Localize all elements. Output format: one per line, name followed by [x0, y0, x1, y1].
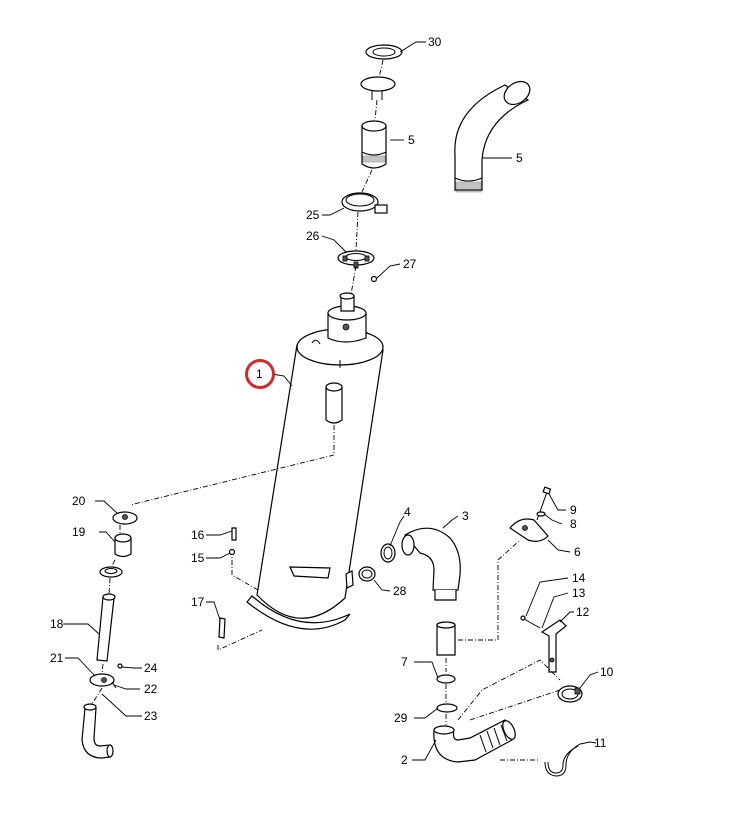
elbow-3-part [401, 527, 461, 601]
top-clamp-part [360, 76, 396, 100]
callout-6: 6 [574, 545, 581, 559]
tube-7-part [436, 621, 456, 656]
gasket-28-part [358, 566, 376, 582]
flex-pipe-2-part [433, 719, 516, 763]
callout-2: 2 [401, 753, 408, 767]
callout-22: 22 [144, 682, 158, 696]
callout-24: 24 [144, 661, 158, 675]
callout-4: 4 [404, 505, 411, 519]
bolt-14-part [520, 615, 541, 629]
callout-23: 23 [144, 709, 158, 723]
fitting-16-part [231, 527, 237, 541]
highlight-circle [245, 359, 275, 389]
callout-19: 19 [72, 525, 86, 539]
bracket-12-part [540, 619, 567, 673]
coupler-19-part [114, 533, 132, 558]
callout-20: 20 [72, 494, 86, 508]
callout-26: 26 [306, 229, 320, 243]
clamp-left-part [99, 566, 123, 578]
callout-1[interactable]: 1 [256, 367, 263, 381]
callout-17: 17 [191, 595, 205, 609]
callout-29: 29 [394, 711, 408, 725]
callout-28: 28 [393, 584, 407, 598]
hose-23-part [81, 703, 114, 759]
bracket-6-part [509, 518, 549, 542]
callout-30: 30 [428, 35, 442, 49]
callout-13: 13 [572, 586, 586, 600]
bracket-21-part [89, 673, 115, 687]
elbow-pipe-part [454, 80, 531, 193]
straight-pipe-part [361, 120, 387, 169]
washer-8-part [536, 511, 546, 517]
screw-24-part [117, 663, 123, 669]
callout-11: 11 [594, 736, 607, 750]
fitting-20-part [112, 511, 138, 525]
callout-7: 7 [401, 655, 408, 669]
callout-14: 14 [572, 571, 586, 585]
callout-12: 12 [576, 605, 590, 619]
clamp-10-part [557, 685, 583, 703]
callout-15: 15 [191, 551, 205, 565]
ring-26-part [337, 250, 375, 269]
callout-9: 9 [570, 503, 577, 517]
gasket-part [365, 44, 403, 60]
callout-3: 3 [462, 509, 469, 523]
bolt-17-part [218, 617, 226, 639]
callout-10: 10 [600, 665, 614, 679]
bolt-27-part [370, 275, 378, 283]
ring-29-part [436, 703, 458, 713]
callout-8: 8 [570, 517, 577, 531]
muffler-body-part [246, 292, 384, 630]
callout-25: 25 [306, 208, 320, 222]
tube-18-part [96, 593, 116, 662]
gasket-4-part [380, 543, 396, 563]
callout-27: 27 [403, 257, 417, 271]
hook-11-part [544, 743, 581, 777]
callout-18: 18 [50, 617, 64, 631]
callout-5-pipe: 5 [408, 133, 415, 147]
callout-16: 16 [191, 528, 205, 542]
callout-21: 21 [50, 651, 64, 665]
leader-lines [63, 41, 599, 761]
fitting-15-part [228, 548, 236, 556]
callout-5-elbow: 5 [516, 151, 523, 165]
clamp-25-part [341, 192, 388, 214]
ring-7-part [436, 674, 456, 684]
